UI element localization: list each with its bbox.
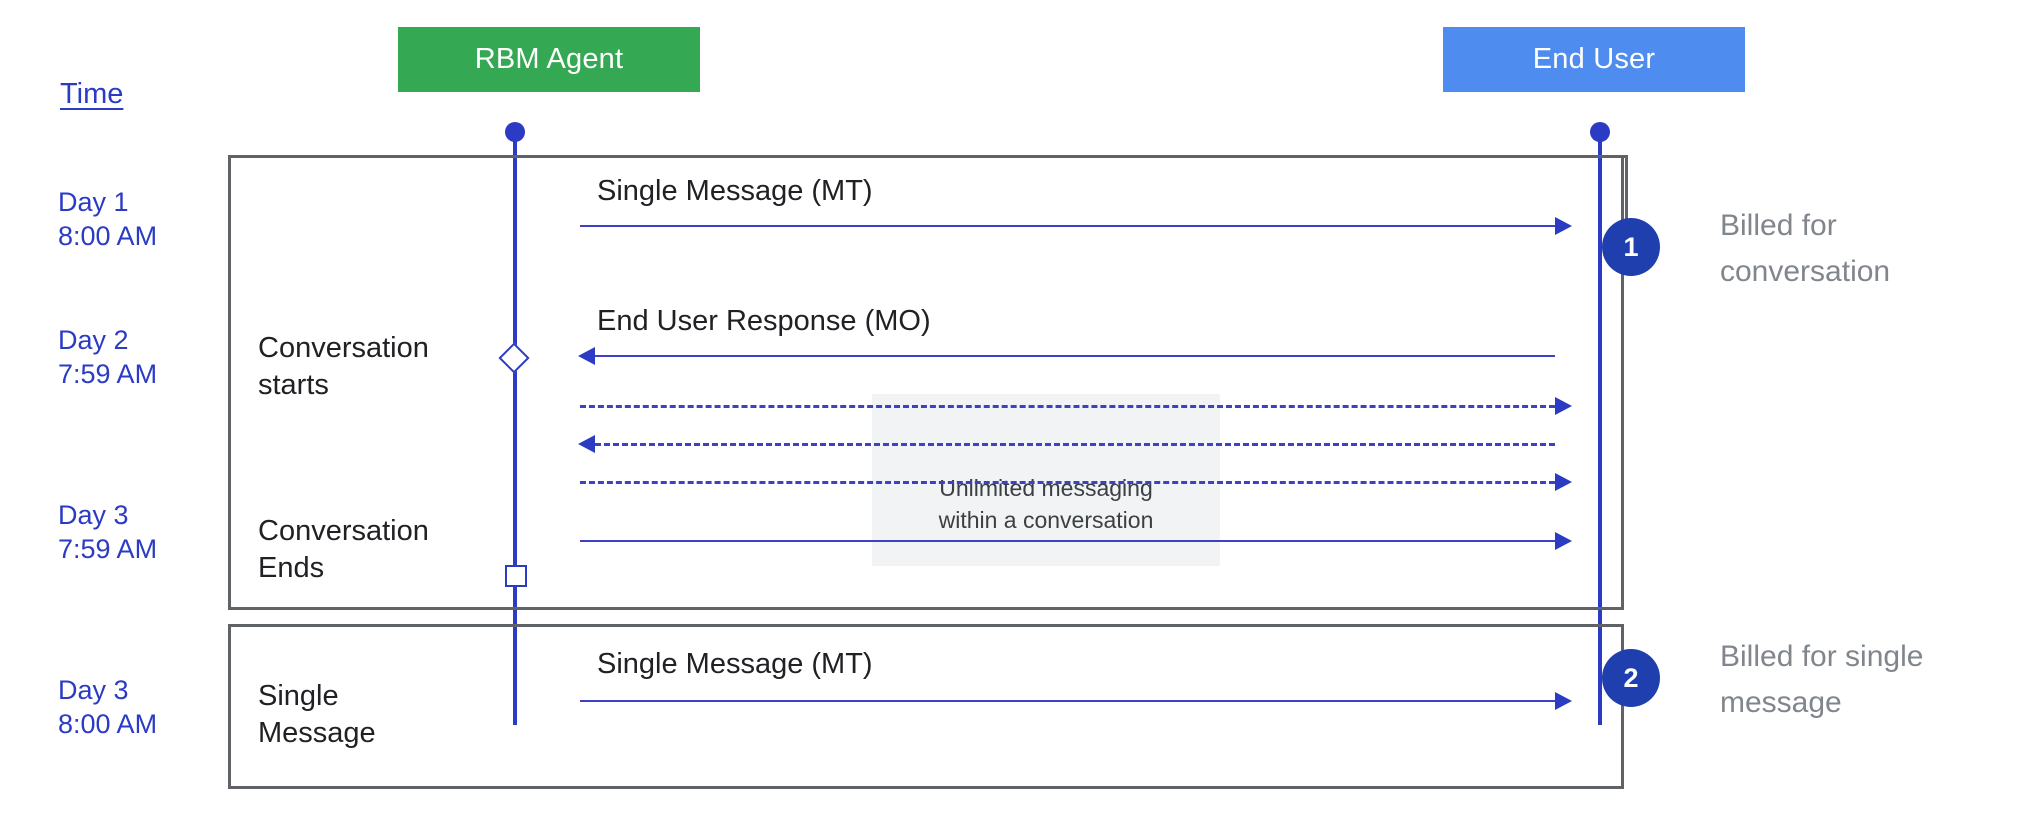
arrow-head-right-icon <box>1555 217 1572 235</box>
arrow-head-left-icon <box>578 347 595 365</box>
callout-text-1: Billed for conversation <box>1720 203 2020 295</box>
message-label-single-message-mt-bottom: Single Message (MT) <box>597 648 873 680</box>
message-arrow-dashed-1 <box>580 405 1555 408</box>
timestamp-day2: Day 2 7:59 AM <box>58 323 157 391</box>
actor-box-end-user: End User <box>1443 27 1745 92</box>
timestamp-day2-day: Day 2 <box>58 325 129 355</box>
callout-badge-2: 2 <box>1602 649 1660 707</box>
note-unlimited-messaging: Unlimited messaging within a conversatio… <box>872 394 1220 566</box>
callout-badge-1-number: 1 <box>1623 231 1639 262</box>
callout-connector-1 <box>1624 155 1628 228</box>
timestamp-day1: Day 1 8:00 AM <box>58 185 157 253</box>
row-label-conversation-starts: Conversation starts <box>258 330 498 404</box>
timestamp-day3-single-day: Day 3 <box>58 675 129 705</box>
arrow-head-right-icon <box>1555 473 1572 491</box>
panel-conversation <box>228 155 1624 610</box>
message-label-single-message-mt-top: Single Message (MT) <box>597 175 873 207</box>
timestamp-day3-end-day: Day 3 <box>58 500 129 530</box>
message-arrow-single-message-mt-bottom <box>580 700 1555 702</box>
actor-label-end-user: End User <box>1532 43 1656 75</box>
row-label-conversation-ends-line2: Ends <box>258 552 325 584</box>
note-line2: within a conversation <box>938 507 1154 533</box>
callout-text-2: Billed for single message <box>1720 634 2023 726</box>
panel-single-message <box>228 624 1624 789</box>
row-label-conversation-starts-line2: starts <box>258 369 329 401</box>
timestamp-day3-end: Day 3 7:59 AM <box>58 498 157 566</box>
message-label-end-user-response-mo: End User Response (MO) <box>597 305 931 337</box>
callout-text-2-line1: Billed for single <box>1720 640 1924 673</box>
callout-text-2-line2: message <box>1720 686 1842 719</box>
row-label-conversation-ends-line1: Conversation <box>258 515 429 547</box>
actor-box-rbm-agent: RBM Agent <box>398 27 700 92</box>
message-arrow-single-message-mt-top <box>580 225 1555 227</box>
row-label-conversation-ends: Conversation Ends <box>258 513 498 587</box>
row-label-conversation-starts-line1: Conversation <box>258 332 429 364</box>
callout-badge-2-number: 2 <box>1623 662 1639 693</box>
timestamp-day3-single-time: 8:00 AM <box>58 709 158 739</box>
lifeline-end-user <box>1598 130 1602 725</box>
actor-label-rbm-agent: RBM Agent <box>474 43 624 75</box>
message-arrow-conversation-end <box>580 540 1555 542</box>
timestamp-day1-time: 8:00 AM <box>58 221 158 251</box>
message-arrow-end-user-response-mo <box>595 355 1555 357</box>
note-unlimited-messaging-text: Unlimited messaging within a conversatio… <box>939 424 1154 536</box>
callout-text-1-line2: conversation <box>1720 255 1891 288</box>
arrow-head-left-icon <box>578 435 595 453</box>
timestamp-day2-time: 7:59 AM <box>58 359 158 389</box>
callout-badge-1: 1 <box>1602 218 1660 276</box>
row-label-single-message-line1: Single <box>258 680 339 712</box>
row-label-single-message-line2: Message <box>258 717 376 749</box>
timestamp-day1-day: Day 1 <box>58 187 129 217</box>
arrow-head-right-icon <box>1555 692 1572 710</box>
message-arrow-dashed-3 <box>580 481 1555 484</box>
time-axis-label: Time <box>60 78 124 110</box>
message-arrow-dashed-2 <box>595 443 1555 446</box>
row-label-single-message: Single Message <box>258 678 498 752</box>
timestamp-day3-single: Day 3 8:00 AM <box>58 673 157 741</box>
lifeline-rbm-agent <box>513 130 517 725</box>
arrow-head-right-icon <box>1555 397 1572 415</box>
conversation-end-marker-icon <box>505 565 527 587</box>
timestamp-day3-end-time: 7:59 AM <box>58 534 158 564</box>
arrow-head-right-icon <box>1555 532 1572 550</box>
note-line1: Unlimited messaging <box>939 475 1153 501</box>
callout-text-1-line1: Billed for <box>1720 209 1837 242</box>
